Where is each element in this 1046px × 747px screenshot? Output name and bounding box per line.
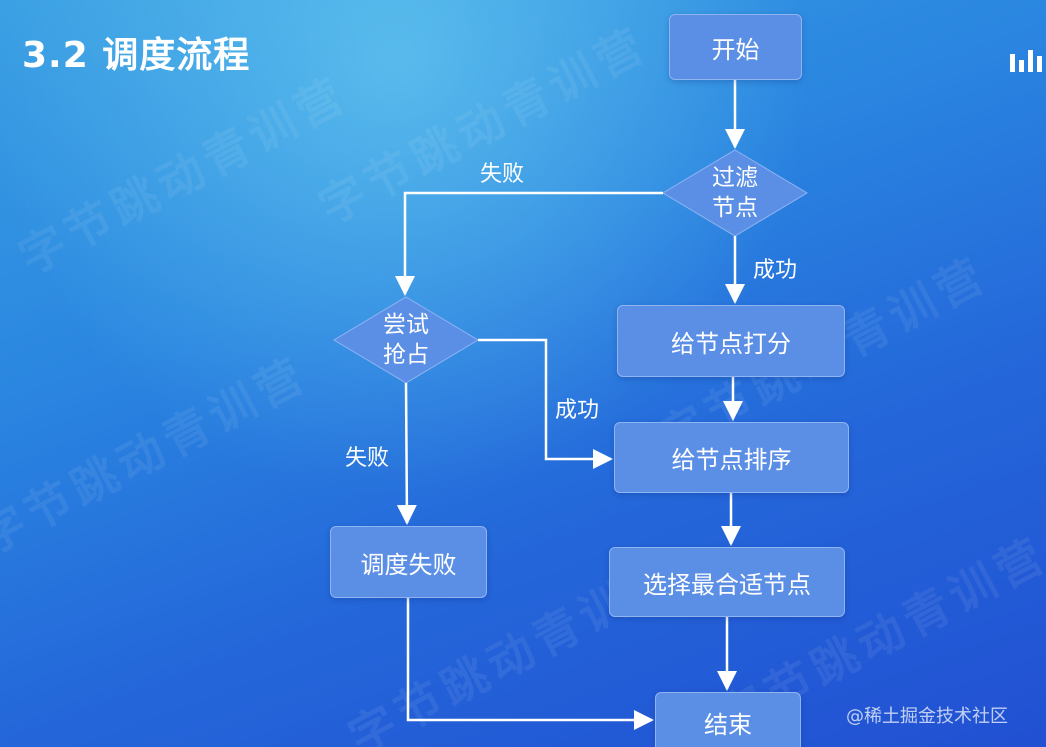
edge-label-preempt-success: 成功 (555, 398, 600, 423)
end-node: 结束 (655, 692, 801, 747)
filter-label-line2: 节点 (712, 195, 758, 221)
sort-nodes-node: 给节点排序 (614, 422, 849, 493)
preempt-decision-label: 尝试 抢占 (361, 307, 451, 373)
edge-filter-to-preempt (395, 191, 663, 296)
start-node: 开始 (669, 14, 802, 80)
source-credit: @稀土掘金技术社区 (846, 706, 1008, 727)
preempt-label-line1: 尝试 (383, 312, 429, 338)
edge-label-preempt-fail: 失败 (345, 446, 390, 471)
preempt-label-line2: 抢占 (383, 342, 429, 368)
score-nodes-node: 给节点打分 (617, 305, 845, 377)
filter-label-line1: 过滤 (712, 165, 758, 191)
edge-fail-to-end (406, 598, 654, 730)
slide-title: 3.2 调度流程 (22, 35, 251, 76)
select-best-node-node: 选择最合适节点 (609, 547, 845, 617)
edge-label-filter-success: 成功 (753, 258, 798, 283)
schedule-fail-node: 调度失败 (330, 526, 487, 598)
edge-preempt-to-sort (478, 338, 613, 469)
edge-label-filter-fail: 失败 (480, 162, 525, 187)
bar-chart-logo-icon (1010, 50, 1042, 72)
edge-preempt-to-fail (396, 382, 417, 525)
filter-decision-label: 过滤 节点 (690, 160, 780, 226)
